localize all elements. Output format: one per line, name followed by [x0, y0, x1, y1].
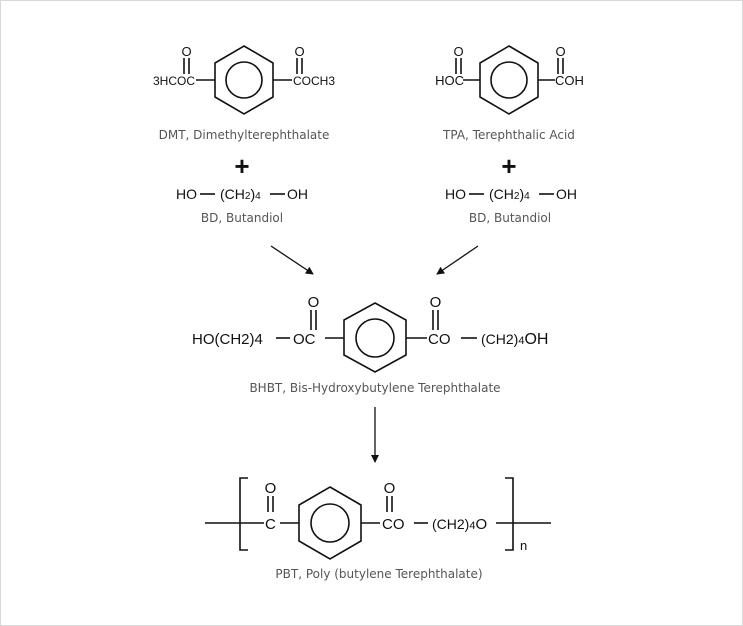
pbt-repeat-n: n — [520, 538, 527, 553]
arrow-dmt-to-bhbt — [270, 245, 314, 275]
bhbt-molecule: O O HO(CH2)4 OC CO (CH2)4OH BHBT, Bis-Hy… — [192, 294, 548, 395]
dmt-carbonyl-o-right: O — [294, 44, 304, 59]
pbt-carbonyl-o-right: O — [384, 480, 396, 497]
bhbt-benzene-ring — [343, 302, 407, 373]
bd-left-caption: BD, Butandiol — [201, 211, 283, 225]
bd-right-chain: (CH2)4 — [489, 186, 530, 202]
dmt-molecule: O O 3HCOC COCH3 DMT, Dimethylterephthala… — [153, 44, 335, 142]
bhbt-carbonyl-o-right: O — [430, 294, 442, 311]
bhbt-oc: OC — [293, 331, 316, 348]
bd-left-oh: OH — [287, 186, 308, 202]
pbt-right-bracket — [505, 477, 514, 551]
tpa-carbonyl-o-right: O — [555, 44, 565, 59]
pbt-ring-circle — [310, 503, 350, 543]
bhbt-carbonyl-o-left: O — [308, 294, 320, 311]
pbt-chain: (CH2)4O — [432, 516, 487, 533]
tpa-right-group: COH — [555, 73, 584, 88]
bd-right-oh: OH — [556, 186, 577, 202]
tpa-carbonyl-o-left: O — [453, 44, 463, 59]
pbt-caption: PBT, Poly (butylene Terephthalate) — [275, 567, 482, 581]
tpa-benzene-ring — [479, 45, 539, 115]
dmt-caption: DMT, Dimethylterephthalate — [159, 128, 330, 142]
bd-right-caption: BD, Butandiol — [469, 211, 551, 225]
bhbt-co: CO — [428, 331, 451, 348]
tpa-caption: TPA, Terephthalic Acid — [442, 128, 575, 142]
dmt-left-group: 3HCOC — [153, 74, 195, 88]
dmt-right-group: COCH3 — [293, 74, 335, 88]
tpa-ring-circle — [490, 61, 528, 99]
plus-sign-right: + — [501, 151, 516, 181]
dmt-benzene-ring — [214, 45, 274, 115]
pbt-carbonyl-o-left: O — [265, 480, 277, 497]
bhbt-caption: BHBT, Bis-Hydroxybutylene Terephthalate — [249, 381, 500, 395]
pbt-c: C — [265, 516, 276, 533]
bhbt-ring-circle — [355, 318, 395, 358]
pbt-benzene-ring — [298, 486, 362, 560]
pbt-left-bracket — [239, 477, 248, 551]
bd-right-molecule: HO (CH2)4 OH BD, Butandiol — [445, 186, 577, 225]
bd-left-chain: (CH2)4 — [220, 186, 261, 202]
bd-right-ho: HO — [445, 186, 466, 202]
bhbt-left-chain: HO(CH2)4 — [192, 331, 263, 348]
dmt-carbonyl-o-left: O — [181, 44, 191, 59]
dmt-ring-circle — [225, 61, 263, 99]
tpa-left-group: HOC — [435, 73, 464, 88]
arrow-tpa-to-bhbt — [436, 245, 479, 275]
pbt-molecule: O O C CO (CH2)4O n PBT, Poly (butylene T… — [205, 477, 551, 581]
bd-left-ho: HO — [176, 186, 197, 202]
tpa-molecule: O O HOC COH TPA, Terephthalic Acid — [435, 44, 584, 142]
bhbt-right-chain: (CH2)4OH — [481, 331, 548, 348]
pbt-co: CO — [382, 516, 405, 533]
plus-sign-left: + — [234, 151, 249, 181]
bd-left-molecule: HO (CH2)4 OH BD, Butandiol — [176, 186, 308, 225]
